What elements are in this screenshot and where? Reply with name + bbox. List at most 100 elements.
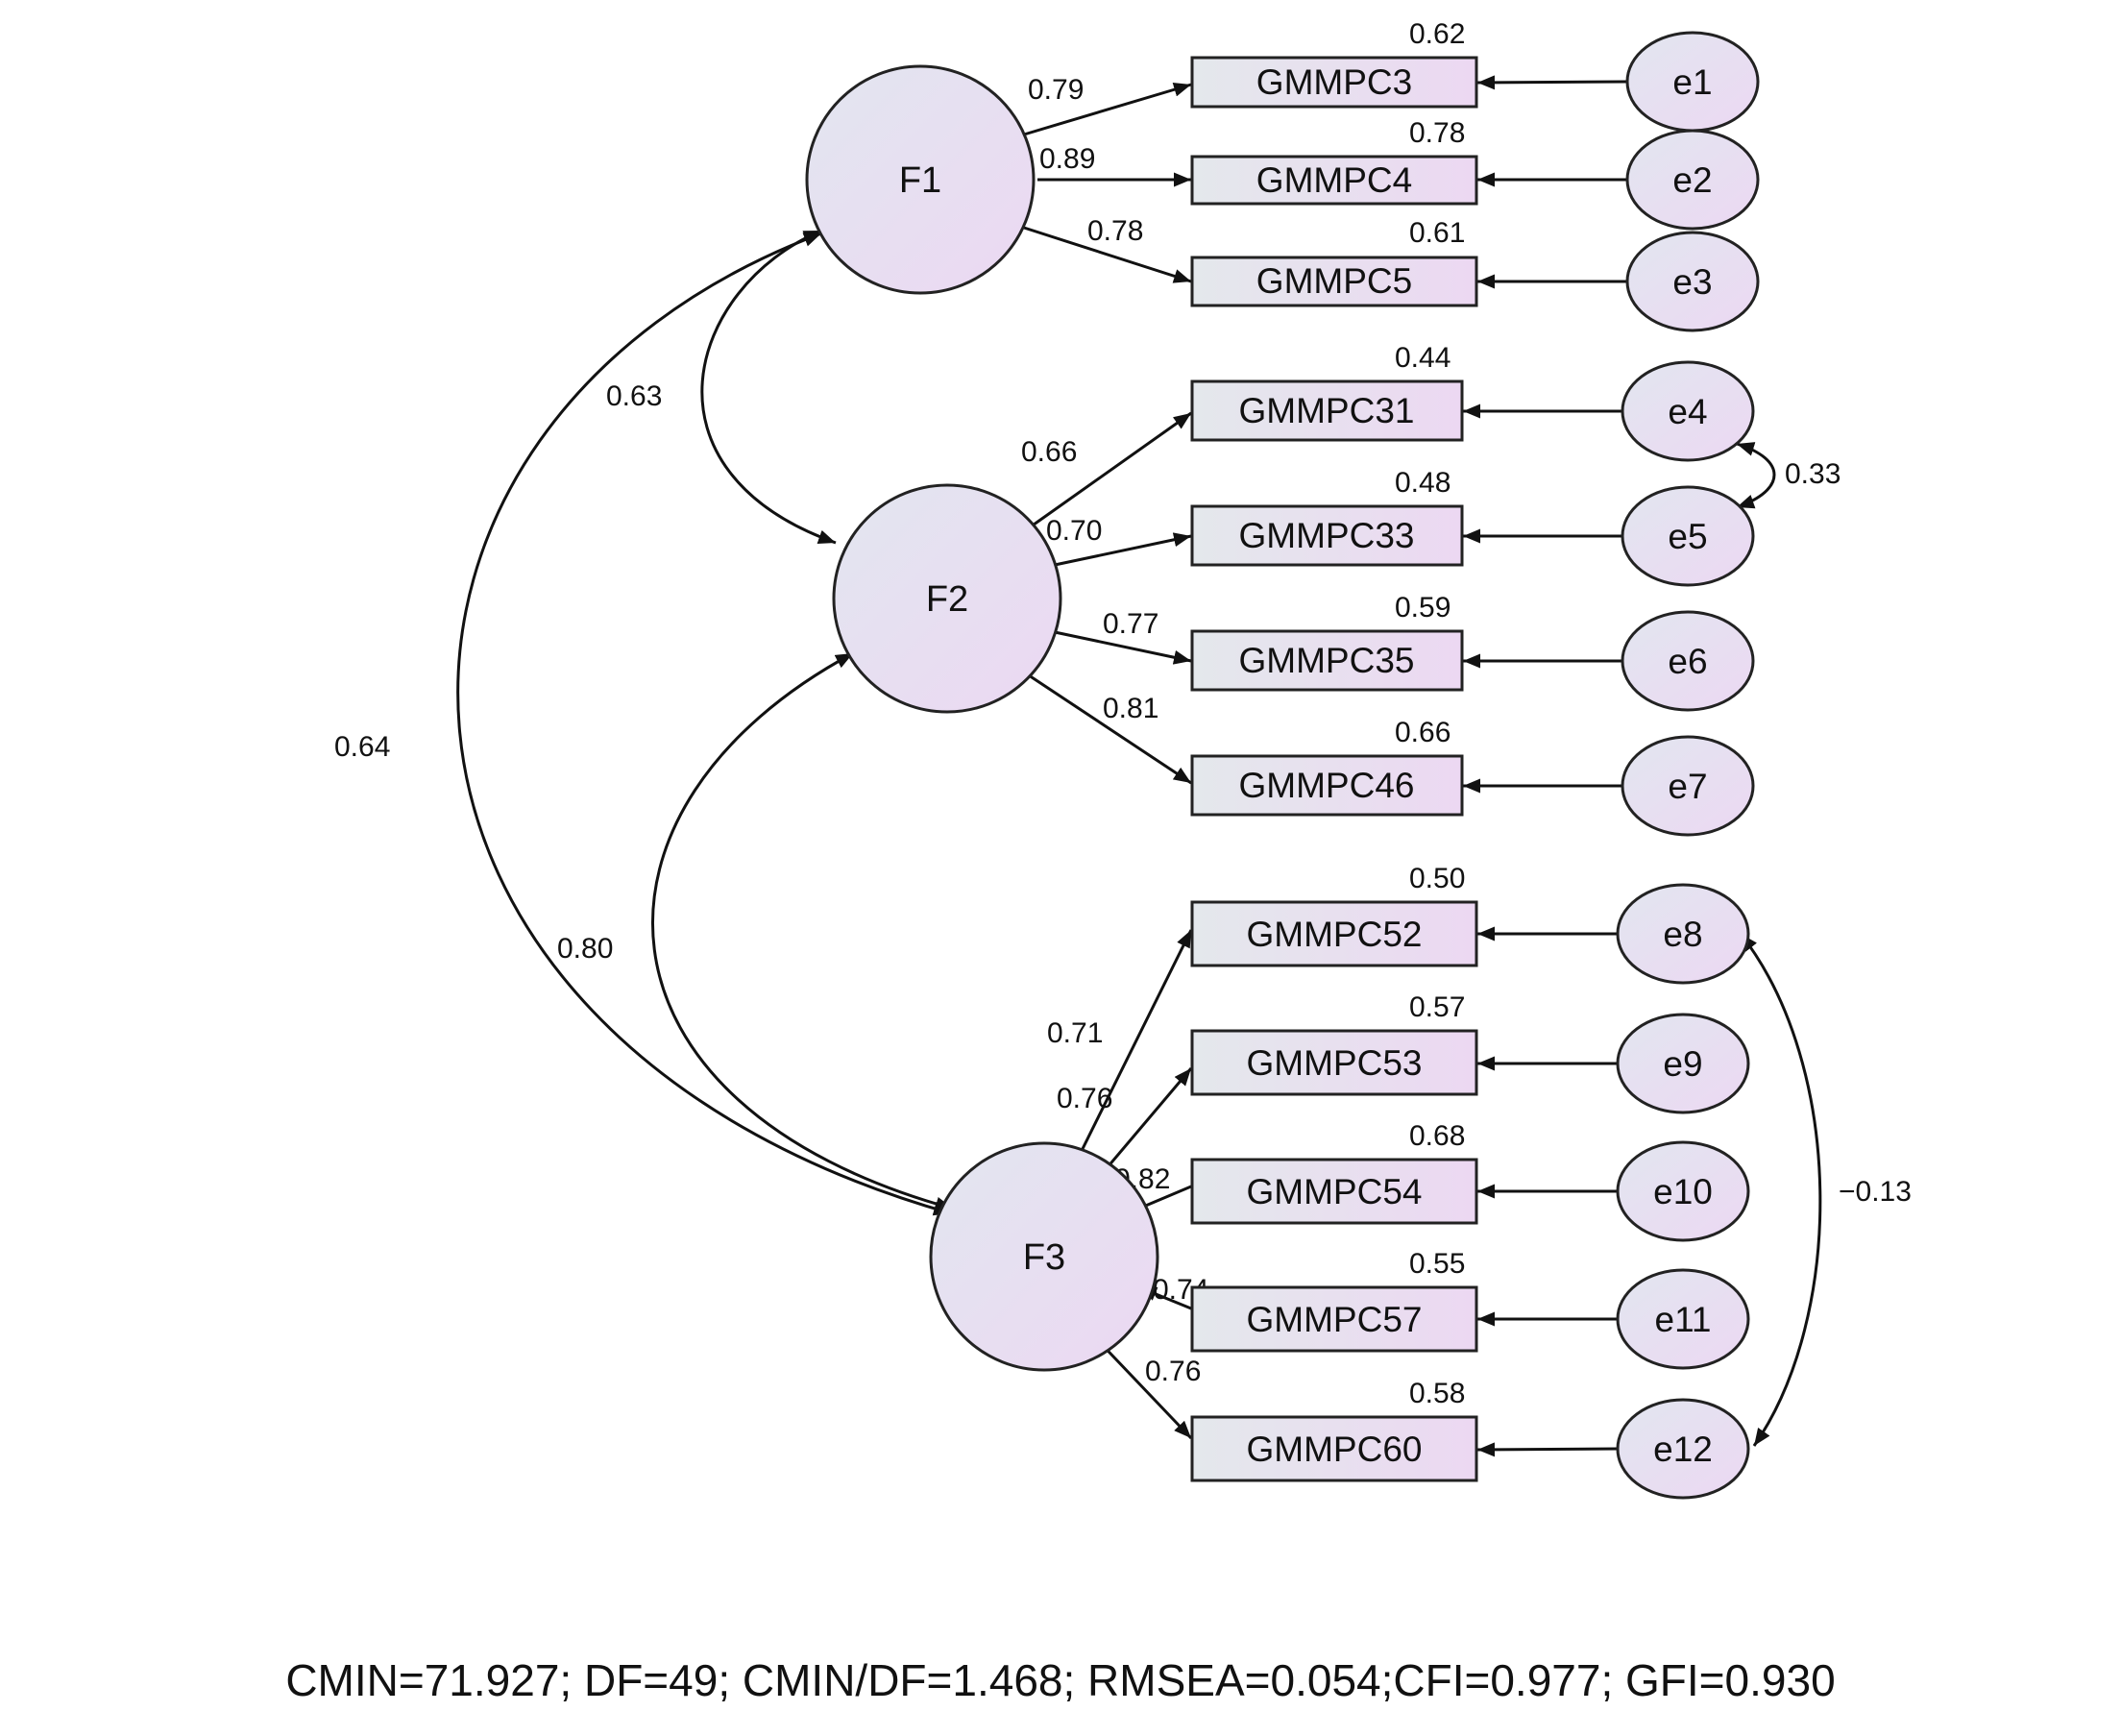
r2-label-gmmpc53: 0.57 — [1409, 991, 1465, 1023]
r2-label-gmmpc4: 0.78 — [1409, 117, 1465, 149]
indicator-box — [1190, 155, 1478, 206]
path-e12-gmmpc60 — [1476, 1442, 1619, 1457]
indicator-gmmpc54: GMMPC54 — [1190, 1158, 1478, 1225]
error-label: e6 — [1668, 642, 1707, 681]
covariance-label-e4-e5: 0.33 — [1785, 458, 1841, 490]
loading-label-gmmpc52: 0.71 — [1047, 1017, 1103, 1049]
error-paths — [1463, 75, 1628, 1457]
indicator-box — [1190, 900, 1478, 967]
indicator-gmmpc53: GMMPC53 — [1190, 1029, 1478, 1096]
error-ellipse — [1616, 1013, 1750, 1114]
r2-label-gmmpc3: 0.62 — [1409, 18, 1465, 50]
error-label: e5 — [1668, 517, 1707, 556]
indicator-box — [1190, 56, 1478, 109]
latent-f2-circle — [832, 483, 1062, 714]
loading-label-gmmpc31: 0.66 — [1021, 436, 1077, 468]
error-e5: e5 — [1621, 485, 1755, 587]
path-f1-gmmpc5 — [1023, 226, 1192, 283]
r2-label-gmmpc54: 0.68 — [1409, 1120, 1465, 1152]
indicator-box — [1190, 629, 1464, 692]
error-ellipse — [1621, 610, 1755, 712]
r2-label-gmmpc60: 0.58 — [1409, 1378, 1465, 1409]
r2-label-gmmpc46: 0.66 — [1395, 717, 1451, 748]
error-e7: e7 — [1621, 735, 1755, 837]
loading-label-gmmpc5: 0.78 — [1087, 215, 1143, 247]
latent-f3: F3 — [929, 1141, 1159, 1372]
error-ellipse — [1616, 1140, 1750, 1242]
error-e9: e9 — [1616, 1013, 1750, 1114]
error-label: e4 — [1668, 392, 1707, 431]
indicator-label: GMMPC52 — [1247, 915, 1423, 954]
path-f2-gmmpc31 — [1019, 411, 1192, 536]
error-e11: e11 — [1616, 1268, 1750, 1370]
loading-label-gmmpc60: 0.76 — [1145, 1356, 1201, 1387]
indicator-label: GMMPC60 — [1247, 1430, 1423, 1469]
error-label: e10 — [1653, 1172, 1713, 1211]
error-label: e7 — [1668, 767, 1707, 806]
error-ellipse — [1616, 1268, 1750, 1370]
correlation-f1-f3 — [456, 232, 952, 1216]
latent-f3-circle — [929, 1141, 1159, 1372]
error-e3: e3 — [1625, 231, 1760, 332]
latent-f3-label: F3 — [1023, 1237, 1065, 1278]
indicator-label: GMMPC31 — [1239, 391, 1415, 430]
indicator-label: GMMPC3 — [1256, 62, 1412, 102]
error-ellipse — [1621, 360, 1755, 462]
path-f2-gmmpc35 — [1054, 630, 1192, 665]
indicator-label: GMMPC57 — [1247, 1300, 1423, 1339]
indicator-gmmpc57: GMMPC57 — [1190, 1285, 1478, 1353]
path-e1-gmmpc3 — [1476, 75, 1628, 90]
indicator-gmmpc46: GMMPC46 — [1190, 754, 1464, 817]
error-e12: e12 — [1616, 1398, 1750, 1500]
loading-label-gmmpc4: 0.89 — [1039, 143, 1095, 175]
indicator-box — [1190, 379, 1464, 442]
indicator-box — [1190, 1285, 1478, 1353]
error-e2: e2 — [1625, 129, 1760, 231]
error-ellipse — [1616, 1398, 1750, 1500]
error-label: e3 — [1672, 262, 1712, 302]
indicator-label: GMMPC33 — [1239, 516, 1415, 555]
error-label: e9 — [1663, 1044, 1702, 1084]
indicator-box — [1190, 1029, 1478, 1096]
indicator-gmmpc33: GMMPC33 — [1190, 504, 1464, 567]
indicator-box — [1190, 1158, 1478, 1225]
indicator-gmmpc60: GMMPC60 — [1190, 1415, 1478, 1482]
error-ellipse — [1625, 231, 1760, 332]
latent-f1-label: F1 — [899, 160, 941, 201]
indicator-gmmpc3: GMMPC3 — [1190, 56, 1478, 109]
path-f3-gmmpc60 — [1091, 1333, 1193, 1440]
correlation-label-f1-f3: 0.64 — [334, 731, 390, 763]
indicator-box — [1190, 256, 1478, 307]
indicator-label: GMMPC54 — [1247, 1172, 1423, 1211]
covariance-label-e8-e12: −0.13 — [1839, 1176, 1912, 1208]
error-e8: e8 — [1616, 883, 1750, 985]
indicator-label: GMMPC5 — [1256, 261, 1412, 301]
r2-label-gmmpc31: 0.44 — [1395, 342, 1451, 374]
error-ellipse — [1616, 883, 1750, 985]
loading-label-gmmpc35: 0.77 — [1103, 608, 1158, 640]
error-label: e8 — [1663, 915, 1702, 954]
covariance-e8-e12 — [1739, 933, 1822, 1447]
indicator-label: GMMPC46 — [1239, 766, 1415, 805]
correlation-f2-f3 — [650, 651, 954, 1211]
correlation-f1-f2 — [700, 229, 837, 545]
error-ellipse — [1621, 735, 1755, 837]
factor-correlations — [456, 229, 954, 1216]
error-label: e2 — [1672, 160, 1712, 200]
indicator-label: GMMPC4 — [1256, 160, 1412, 200]
loading-label-gmmpc46: 0.81 — [1103, 693, 1158, 724]
latent-f1: F1 — [805, 64, 1036, 295]
fit-summary: CMIN=71.927; DF=49; CMIN/DF=1.468; RMSEA… — [285, 1655, 1835, 1705]
covariance-e4-e5 — [1736, 442, 1776, 509]
r2-label-gmmpc5: 0.61 — [1409, 217, 1465, 249]
indicator-box — [1190, 1415, 1478, 1482]
error-label: e1 — [1672, 62, 1712, 102]
error-ellipse — [1621, 485, 1755, 587]
indicator-label: GMMPC53 — [1247, 1043, 1423, 1083]
indicator-gmmpc4: GMMPC4 — [1190, 155, 1478, 206]
correlation-label-f2-f3: 0.80 — [557, 933, 613, 965]
indicator-box — [1190, 504, 1464, 567]
error-label: e12 — [1653, 1430, 1713, 1469]
loading-label-gmmpc53: 0.76 — [1057, 1083, 1112, 1114]
error-label: e11 — [1655, 1300, 1712, 1339]
